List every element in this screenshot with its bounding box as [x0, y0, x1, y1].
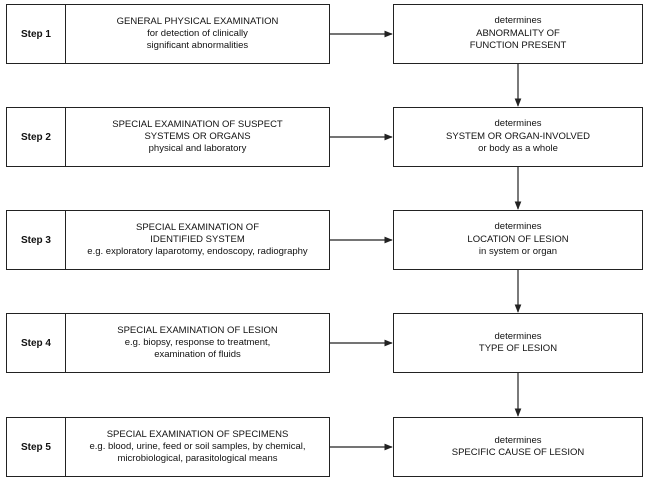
step-2-label: Step 2: [7, 108, 66, 166]
step-4-result-verb: determines: [494, 330, 542, 342]
step-5-exam-title: SPECIAL EXAMINATION OF SPECIMENS: [106, 429, 289, 440]
step-3-exam-detail: e.g. exploratory laparotomy, endoscopy, …: [87, 246, 308, 257]
step-3-box: Step 3 SPECIAL EXAMINATION OF IDENTIFIED…: [6, 210, 330, 270]
step-4-exam: SPECIAL EXAMINATION OF LESION e.g. biops…: [66, 314, 329, 372]
step-5-exam: SPECIAL EXAMINATION OF SPECIMENS e.g. bl…: [66, 418, 329, 476]
step-2-exam: SPECIAL EXAMINATION OF SUSPECT SYSTEMS O…: [66, 108, 329, 166]
step-2-exam-title-1: SPECIAL EXAMINATION OF SUSPECT: [112, 119, 283, 130]
step-3-exam: SPECIAL EXAMINATION OF IDENTIFIED SYSTEM…: [66, 211, 329, 269]
step-2-exam-title-2: SYSTEMS OR ORGANS: [144, 131, 251, 142]
step-4-box: Step 4 SPECIAL EXAMINATION OF LESION e.g…: [6, 313, 330, 373]
step-3-result-2: in system or organ: [478, 246, 558, 258]
step-5-exam-detail-2: microbiological, parasitological means: [117, 453, 278, 464]
step-4-exam-detail-2: examination of fluids: [154, 349, 241, 360]
step-1-exam-title: GENERAL PHYSICAL EXAMINATION: [116, 16, 279, 27]
step-5-exam-detail-1: e.g. blood, urine, feed or soil samples,…: [89, 441, 306, 452]
step-4-exam-detail-1: e.g. biopsy, response to treatment,: [124, 337, 271, 348]
step-5-result-1: SPECIFIC CAUSE OF LESION: [451, 447, 585, 458]
step-2-result-2: or body as a whole: [478, 143, 558, 155]
step-1-result-box: determines ABNORMALITY OF FUNCTION PRESE…: [393, 4, 643, 64]
step-3-exam-title-1: SPECIAL EXAMINATION OF: [136, 222, 259, 233]
step-4-label: Step 4: [7, 314, 66, 372]
step-5-result-verb: determines: [494, 434, 542, 446]
step-3-result-1: LOCATION OF LESION: [467, 233, 569, 245]
step-1-result-verb: determines: [494, 15, 542, 27]
step-5-result-box: determines SPECIFIC CAUSE OF LESION: [393, 417, 643, 477]
step-1-label: Step 1: [7, 5, 66, 63]
step-2-exam-detail: physical and laboratory: [148, 143, 247, 154]
step-4-exam-title: SPECIAL EXAMINATION OF LESION: [117, 325, 278, 336]
step-4-result-box: determines TYPE OF LESION: [393, 313, 643, 373]
step-1-exam: GENERAL PHYSICAL EXAMINATION for detecti…: [66, 5, 329, 63]
step-3-result-box: determines LOCATION OF LESION in system …: [393, 210, 643, 270]
step-1-result-1: ABNORMALITY OF: [476, 27, 560, 39]
step-2-result-verb: determines: [494, 118, 542, 130]
step-1-exam-detail-1: for detection of clinically: [147, 28, 248, 39]
step-1-box: Step 1 GENERAL PHYSICAL EXAMINATION for …: [6, 4, 330, 64]
step-4-result-1: TYPE OF LESION: [478, 343, 558, 354]
step-3-label: Step 3: [7, 211, 66, 269]
step-2-result-box: determines SYSTEM OR ORGAN-INVOLVED or b…: [393, 107, 643, 167]
step-1-exam-detail-2: significant abnormalities: [146, 40, 249, 51]
step-5-label: Step 5: [7, 418, 66, 476]
step-2-box: Step 2 SPECIAL EXAMINATION OF SUSPECT SY…: [6, 107, 330, 167]
step-3-result-verb: determines: [494, 221, 542, 233]
step-5-box: Step 5 SPECIAL EXAMINATION OF SPECIMENS …: [6, 417, 330, 477]
step-2-result-1: SYSTEM OR ORGAN-INVOLVED: [446, 130, 590, 142]
step-3-exam-title-2: IDENTIFIED SYSTEM: [150, 234, 245, 245]
step-1-result-2: FUNCTION PRESENT: [469, 40, 567, 52]
